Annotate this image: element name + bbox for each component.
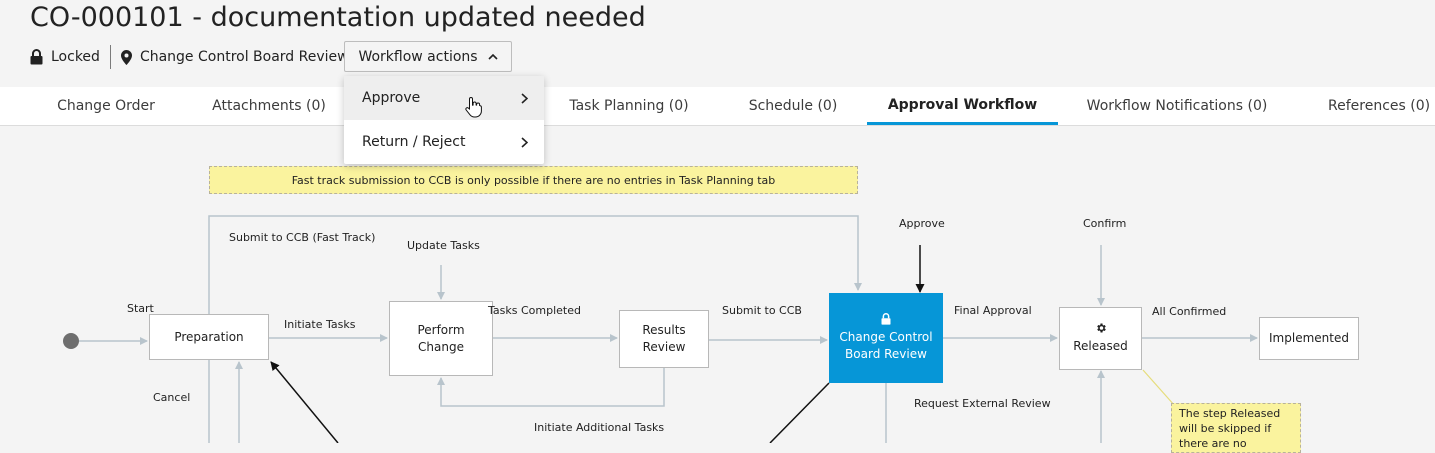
tab-task-planning[interactable]: Task Planning (0) bbox=[569, 98, 689, 114]
label-final-approval: Final Approval bbox=[954, 304, 1032, 317]
connector-initiate-additional bbox=[437, 368, 665, 407]
lock-icon bbox=[30, 49, 43, 65]
location-label: Change Control Board Review bbox=[139, 49, 349, 65]
tab-bar: Change Order Attachments (0) Task Planni… bbox=[0, 87, 1435, 126]
lock-status-label: Locked bbox=[51, 49, 100, 65]
status-row: Locked Change Control Board Review bbox=[30, 41, 349, 73]
sticky-connector bbox=[1142, 369, 1176, 407]
start-node bbox=[63, 333, 79, 349]
workflow-actions-label: Workflow actions bbox=[358, 48, 478, 65]
lock-icon bbox=[881, 313, 891, 325]
label-cancel: Cancel bbox=[153, 391, 191, 404]
tab-workflow-notifications[interactable]: Workflow Notifications (0) bbox=[1086, 98, 1268, 114]
connector-ccb-black bbox=[769, 382, 830, 443]
node-implemented[interactable]: Implemented bbox=[1259, 317, 1359, 360]
node-results-review[interactable]: Results Review bbox=[619, 310, 709, 368]
tab-schedule[interactable]: Schedule (0) bbox=[748, 98, 838, 114]
label-tasks-completed: Tasks Completed bbox=[488, 304, 581, 317]
node-label: Released bbox=[1073, 339, 1128, 353]
node-preparation[interactable]: Preparation bbox=[149, 314, 269, 360]
label-confirm: Confirm bbox=[1083, 217, 1127, 230]
location-status: Change Control Board Review bbox=[120, 49, 349, 65]
menu-item-return-reject[interactable]: Return / Reject bbox=[344, 120, 544, 164]
gear-icon bbox=[1096, 323, 1106, 333]
label-start: Start bbox=[127, 302, 154, 315]
label-request-external: Request External Review bbox=[914, 397, 1051, 410]
chevron-right-icon bbox=[521, 92, 528, 104]
label-initiate-additional: Initiate Additional Tasks bbox=[534, 421, 665, 434]
sticky-note: The step Released will be skipped if the… bbox=[1171, 403, 1301, 453]
workflow-actions-button[interactable]: Workflow actions bbox=[344, 41, 512, 72]
page-title: CO-000101 - documentation updated needed bbox=[30, 2, 646, 33]
fast-track-note: Fast track submission to CCB is only pos… bbox=[209, 166, 858, 194]
label-submit-fast-track: Submit to CCB (Fast Track) bbox=[229, 231, 376, 244]
label-submit-to-ccb: Submit to CCB bbox=[722, 304, 802, 317]
header: CO-000101 - documentation updated needed… bbox=[0, 0, 1435, 87]
menu-item-label: Approve bbox=[362, 90, 421, 106]
connector-return-black bbox=[270, 361, 339, 443]
menu-item-approve[interactable]: Approve bbox=[344, 76, 544, 120]
workflow-connectors bbox=[63, 215, 1258, 443]
divider bbox=[109, 45, 111, 69]
tab-attachments[interactable]: Attachments (0) bbox=[212, 98, 326, 114]
node-released[interactable]: Released bbox=[1059, 307, 1142, 370]
node-label: Change Control Board Review bbox=[839, 330, 933, 361]
tab-approval-workflow[interactable]: Approval Workflow bbox=[867, 87, 1058, 125]
menu-item-label: Return / Reject bbox=[362, 134, 466, 150]
label-all-confirmed: All Confirmed bbox=[1152, 305, 1227, 318]
chevron-up-icon bbox=[487, 53, 498, 60]
tab-references[interactable]: References (0) bbox=[1328, 98, 1431, 114]
hand-cursor-icon bbox=[465, 96, 482, 118]
node-label: Perform Change bbox=[417, 322, 465, 354]
node-ccb-review[interactable]: Change Control Board Review bbox=[829, 293, 943, 383]
label-approve: Approve bbox=[899, 217, 945, 230]
workflow-actions-menu: Approve Return / Reject bbox=[344, 76, 544, 164]
node-label: Preparation bbox=[174, 329, 244, 344]
chevron-right-icon bbox=[521, 136, 528, 148]
location-pin-icon bbox=[120, 49, 132, 65]
node-perform-change[interactable]: Perform Change bbox=[389, 301, 493, 376]
node-label: Results Review bbox=[642, 323, 686, 354]
label-update-tasks: Update Tasks bbox=[407, 239, 480, 252]
lock-status: Locked bbox=[30, 49, 100, 65]
tab-change-order[interactable]: Change Order bbox=[57, 98, 155, 114]
label-initiate-tasks: Initiate Tasks bbox=[284, 318, 356, 331]
node-label: Implemented bbox=[1269, 331, 1349, 345]
connector-fast-track bbox=[208, 215, 862, 314]
